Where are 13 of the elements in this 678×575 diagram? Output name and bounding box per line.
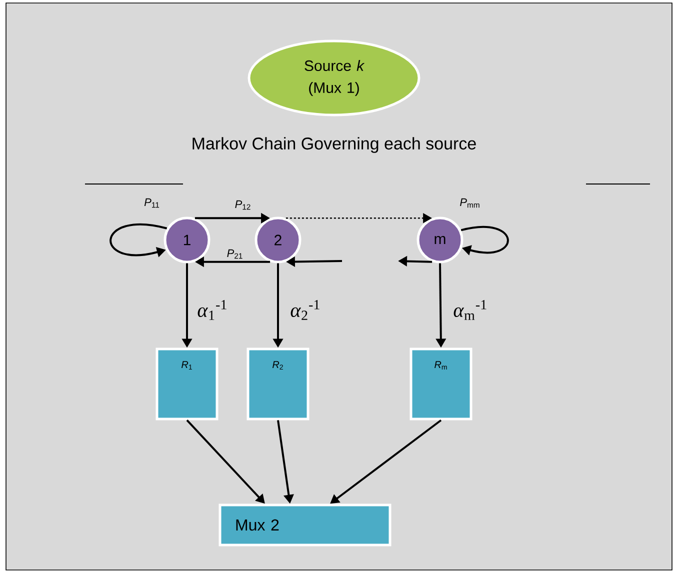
arrow: [460, 226, 509, 256]
queue-box: R$_{1}$: [156, 348, 218, 420]
edge-label: α$_{m}$-1: [454, 300, 486, 320]
edge-label: P$_{12}$: [235, 200, 250, 210]
edge-label: α$_{1}$-1: [198, 300, 226, 320]
queue-box: R$_{2}$: [246, 348, 310, 420]
output-box: Mux 2: [218, 504, 392, 546]
diagram-label: Markov Chain Governing each source: [192, 137, 476, 153]
edge-label: α$_{2}$-1: [290, 300, 320, 320]
edge-label: P$_{21}$: [227, 249, 242, 259]
edge-label: P$_{11}$: [144, 198, 160, 208]
queue-box: R$_{m}$: [410, 348, 472, 420]
edge-label: P$_{mm}$: [460, 198, 480, 208]
